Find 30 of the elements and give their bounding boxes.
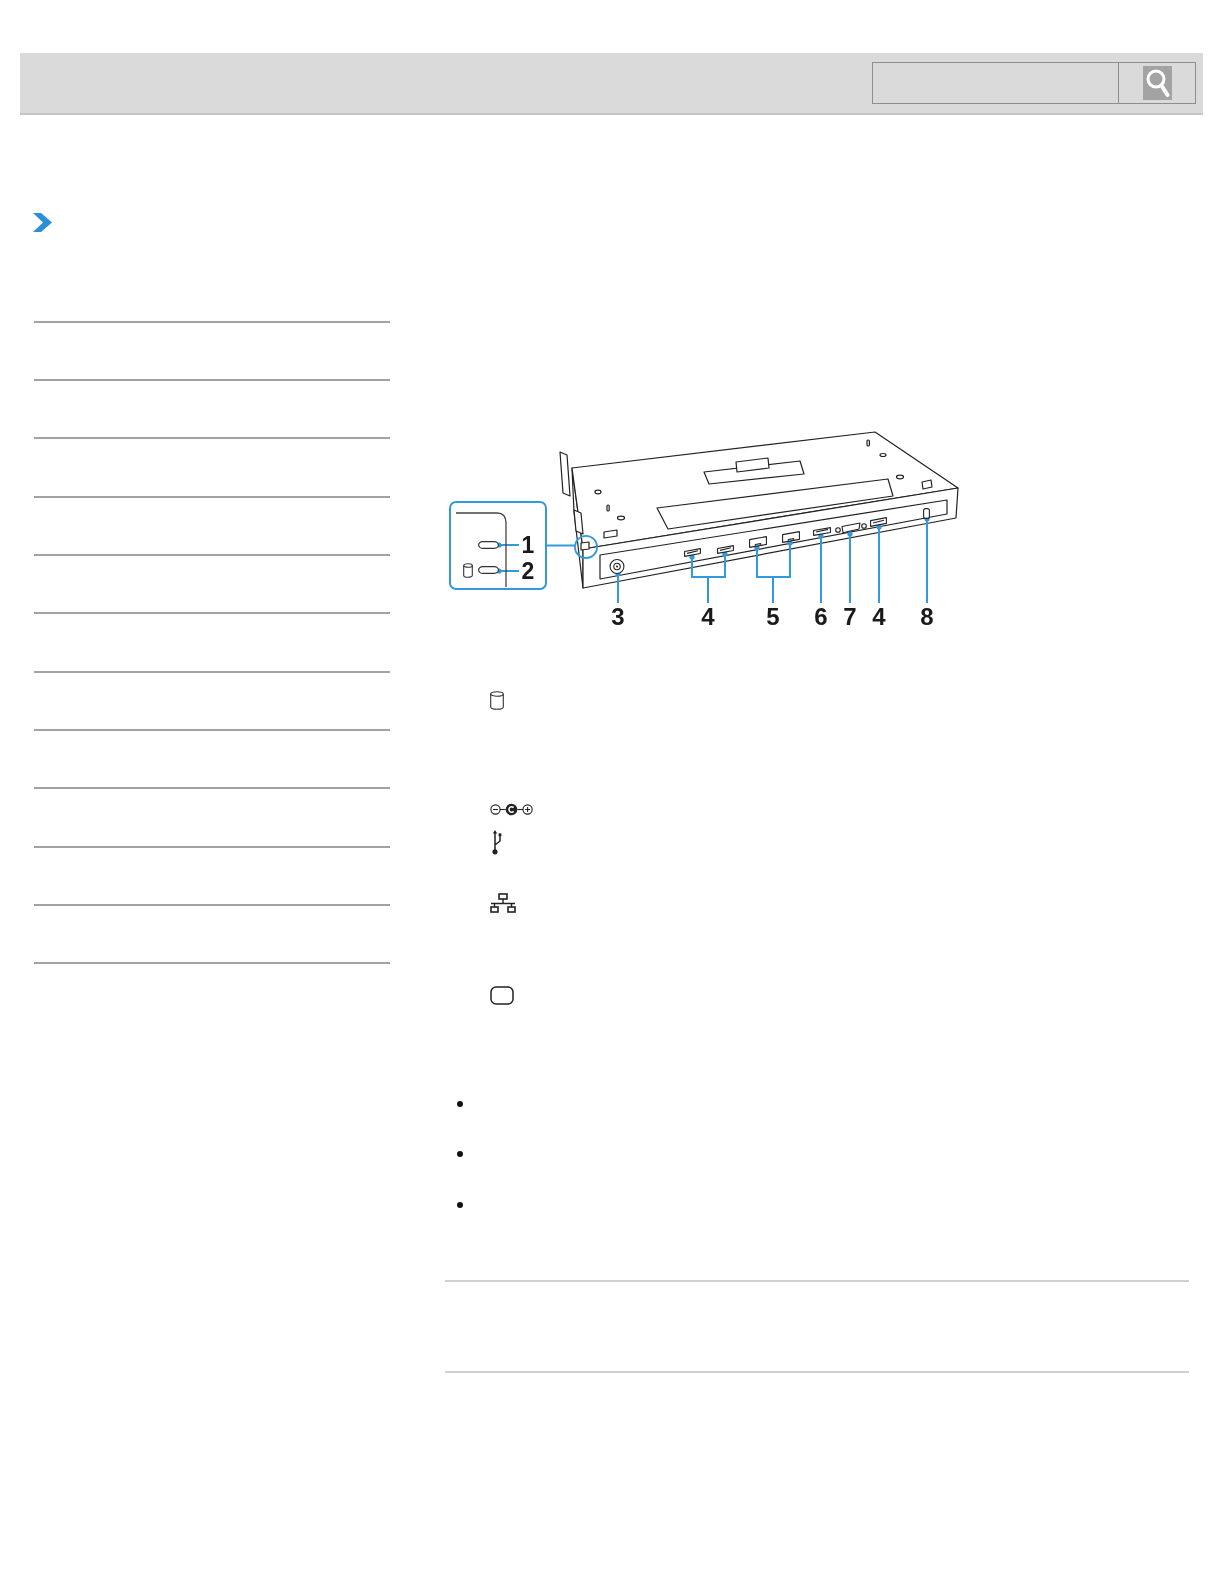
callout-number: 8 [918,603,936,631]
vga-port [835,522,867,534]
usb-port [870,517,887,527]
callout-number: 4 [699,603,717,631]
leader-line [876,524,882,604]
callout-number: 6 [812,603,830,631]
usb-port [684,548,701,557]
detail-inset [449,501,547,590]
highlight-circle [574,535,598,559]
callout-number: 4 [870,603,888,631]
callout-number: 1 [519,533,537,557]
callout-number: 3 [609,603,627,631]
usb-port [717,545,734,554]
indicator-light [478,566,499,574]
security-slot [923,508,930,519]
leader-line [615,571,621,604]
dc-in-port [609,559,625,574]
leader-line [496,568,520,574]
indicator-light [478,541,499,549]
callout-number: 5 [764,603,782,631]
lan-port [749,536,767,548]
hdmi-port [813,527,831,536]
lan-port [782,531,800,543]
callout-number: 7 [841,603,859,631]
callout-number: 2 [519,559,537,583]
leader-line [496,542,520,548]
leader-line [924,516,930,604]
leader-line [818,533,824,604]
leader-line [847,531,853,604]
connector-line [546,544,575,547]
